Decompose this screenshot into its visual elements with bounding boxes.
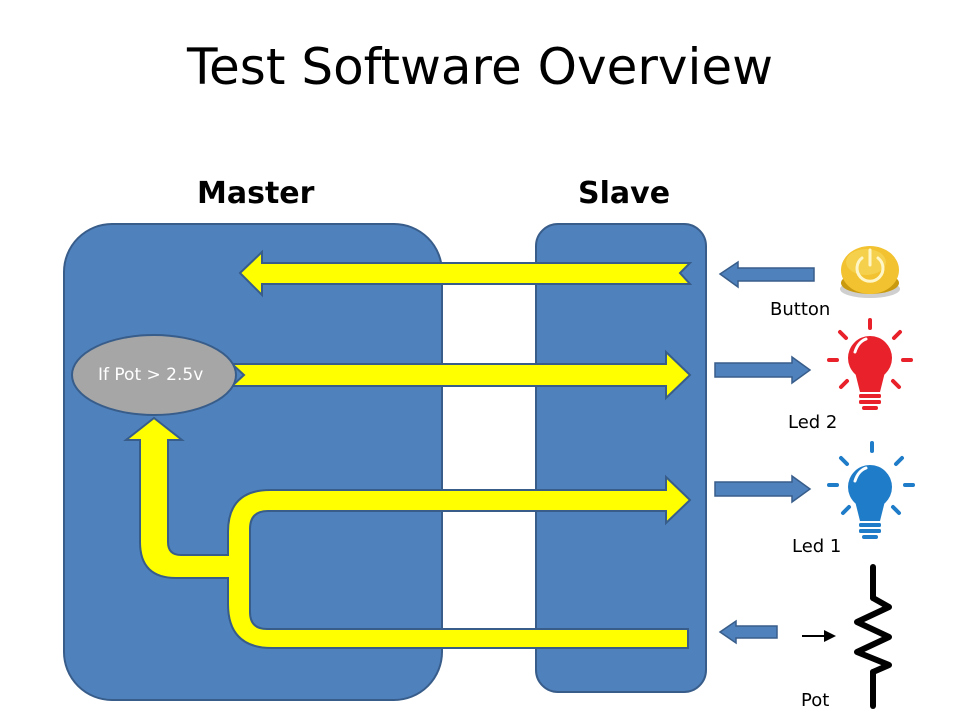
condition-ellipse [71, 334, 237, 416]
pot-label: Pot [801, 690, 830, 711]
pot-input-arrow [718, 619, 778, 645]
flow-arrow-condition-to-led2 [229, 349, 692, 401]
flow-arrow-button-to-master [238, 249, 693, 298]
led1-bulb-icon [827, 441, 915, 539]
button-label: Button [770, 299, 831, 320]
led1-label: Led 1 [792, 536, 842, 557]
led2-output-arrow [714, 355, 812, 385]
led2-label: Led 2 [788, 412, 838, 433]
slave-header: Slave [578, 176, 671, 211]
pot-wiper-arrow-icon [802, 630, 836, 642]
slave-box [535, 223, 707, 693]
led2-bulb-icon [827, 318, 913, 410]
master-header: Master [197, 176, 315, 211]
condition-label: If Pot > 2.5v [98, 365, 204, 385]
slide-title: Test Software Overview [186, 38, 774, 96]
button-input-arrow [718, 260, 815, 289]
power-button-icon [840, 246, 900, 298]
led1-output-arrow [714, 474, 812, 504]
potentiometer-icon [854, 564, 892, 709]
flow-arrow-pot-branch [123, 416, 692, 649]
